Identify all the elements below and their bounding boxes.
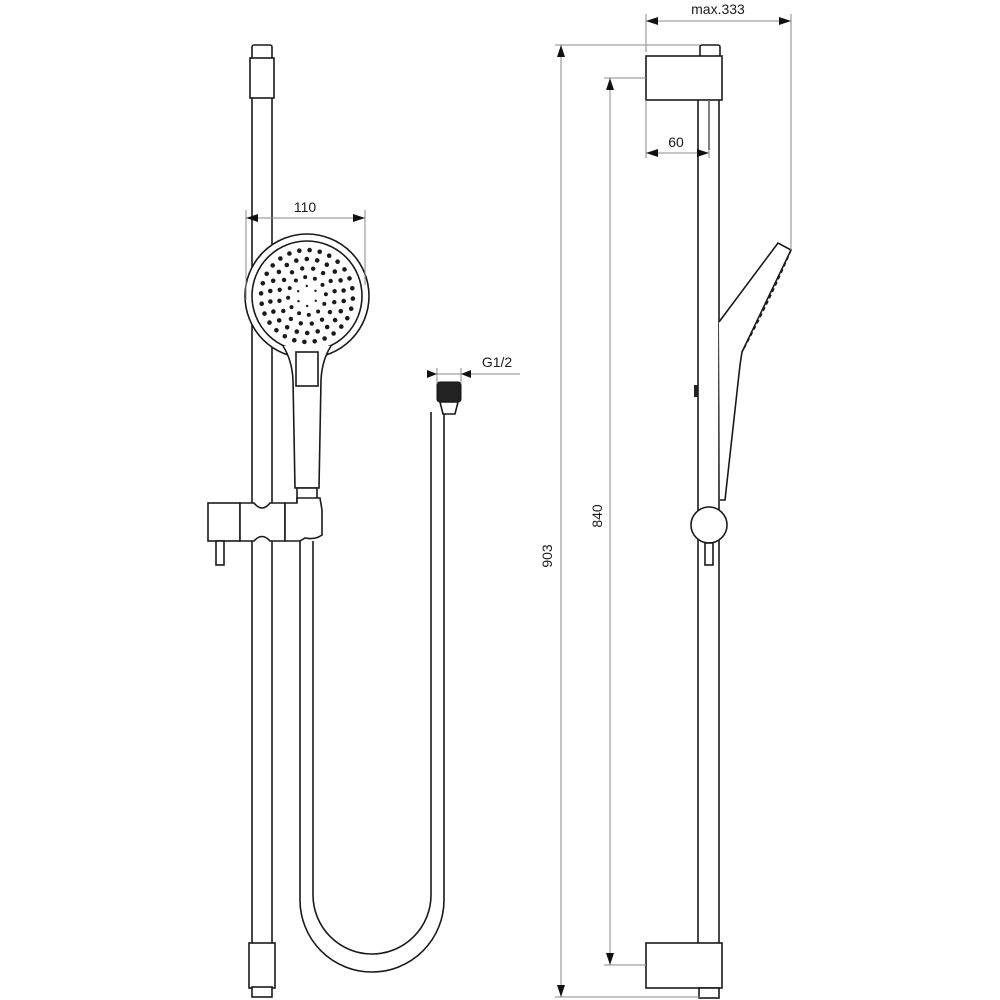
dimension-903: 903: [539, 44, 700, 998]
hose-inner: [312, 412, 432, 955]
bottom-wall-bracket: [645, 942, 723, 989]
side-handshower-face: [741, 249, 792, 353]
dimension-label-60: 60: [668, 134, 684, 150]
side-rail-marker: [694, 385, 698, 397]
handle-button: [295, 351, 319, 387]
top-wall-bracket: [645, 55, 723, 101]
side-handshower: [718, 241, 793, 501]
dimension-label-max333: max.333: [691, 1, 745, 17]
bottom-bracket-cap: [698, 987, 720, 999]
dimension-label-thread: G1/2: [482, 354, 513, 370]
dimension-110: 110: [245, 199, 366, 300]
side-view: [645, 44, 793, 999]
dimension-g12: G1/2: [427, 354, 520, 384]
side-slider-pin: [704, 542, 714, 566]
nozzle-pattern: [258, 247, 356, 345]
dimension-label-903: 903: [539, 544, 555, 568]
dimension-max333: max.333: [645, 1, 792, 250]
front-view: [207, 44, 462, 998]
slider-knob: [207, 502, 241, 542]
slider-knob-pin: [215, 540, 225, 566]
dimension-label-840: 840: [589, 504, 605, 528]
dimension-label-110: 110: [294, 199, 317, 215]
handshower-handle: [282, 345, 332, 489]
rail-top-cap: [251, 44, 273, 60]
rail-bottom-end: [248, 942, 276, 989]
slider-body: [239, 502, 286, 542]
dimension-60: 60: [645, 100, 710, 158]
slider-holder: [284, 497, 323, 542]
side-slider-knob: [690, 506, 728, 544]
dimension-840: 840: [589, 77, 646, 966]
hose-outer: [299, 412, 445, 973]
hose-nut: [436, 381, 462, 403]
rail-bottom-cap: [251, 986, 273, 998]
hose-ferrule: [438, 401, 460, 415]
handshower-head-outer: [244, 233, 370, 359]
rail-top-end: [249, 57, 275, 99]
